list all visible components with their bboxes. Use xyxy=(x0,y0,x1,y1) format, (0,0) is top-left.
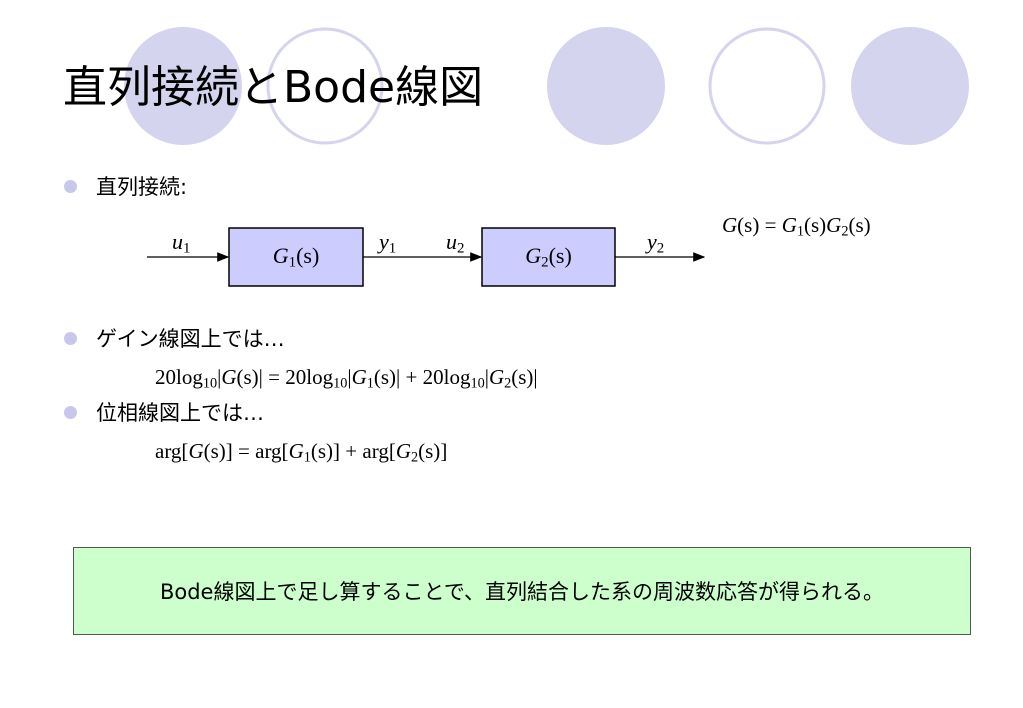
signal-label-y2: y2 xyxy=(647,229,665,257)
decor-circle-outline xyxy=(266,27,384,145)
signal-label-u2: u2 xyxy=(446,229,465,257)
bullet-marker xyxy=(64,406,77,419)
block-diagram-lines xyxy=(147,227,706,287)
bullet-marker xyxy=(64,180,77,193)
bullet-gain-plot: ゲイン線図上では… xyxy=(96,327,285,351)
summary-callout: Bode線図上で足し算することで、直列結合した系の周波数応答が得られる。 xyxy=(73,547,971,635)
decor-circle-filled xyxy=(547,27,665,145)
gain-formula: 20log10|G(s)| = 20log10|G1(s)| + 20log10… xyxy=(155,365,538,392)
bullet-series-connection: 直列接続: xyxy=(96,175,188,199)
decor-circle-filled xyxy=(124,27,242,145)
bullet-phase-plot: 位相線図上では… xyxy=(96,401,264,425)
decor-circle-filled xyxy=(851,27,969,145)
block-g1 xyxy=(228,227,364,287)
series-transfer-formula: G(s) = G1(s)G2(s) xyxy=(722,213,871,240)
slide-title: 直列接続とBode線図 xyxy=(63,62,484,113)
bullet-marker xyxy=(64,332,77,345)
block-label-g1: G1(s) xyxy=(272,243,320,271)
summary-callout-text: Bode線図上で足し算することで、直列結合した系の周波数応答が得られる。 xyxy=(159,580,885,604)
signal-label-y1: y1 xyxy=(379,229,397,257)
block-label-g2: G2(s) xyxy=(525,243,572,271)
decor-circle-outline xyxy=(708,27,826,145)
block-g2 xyxy=(481,227,616,287)
signal-label-u1: u1 xyxy=(172,229,191,257)
decorative-circles xyxy=(124,27,969,145)
phase-formula: arg[G(s)] = arg[G1(s)] + arg[G2(s)] xyxy=(155,439,448,466)
